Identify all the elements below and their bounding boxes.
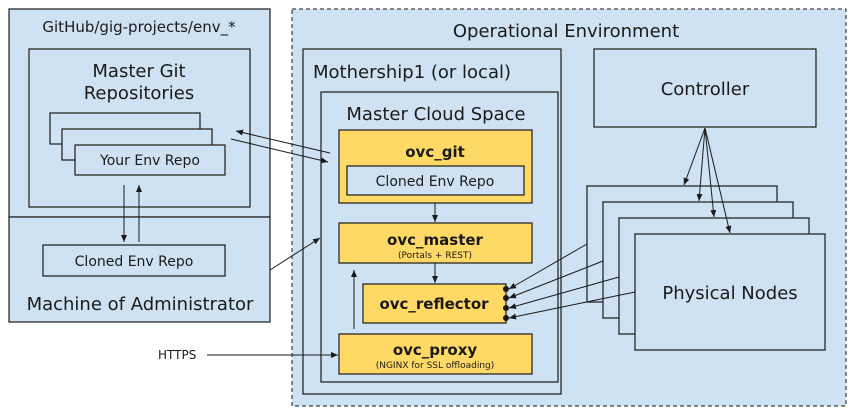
arrow-node-2-to-reflector	[508, 260, 604, 299]
https-label: HTTPS	[158, 348, 196, 362]
master-git-repositories: Master Git Repositories Your Env Repo	[28, 48, 251, 208]
ovc-reflector-box[interactable]: ovc_reflector	[362, 283, 509, 324]
controller-label: Controller	[661, 79, 750, 100]
controller-box[interactable]: Controller	[593, 48, 817, 128]
reflector-port-2	[503, 295, 509, 301]
github-title: GitHub/gig-projects/env_*	[42, 18, 236, 37]
physical-nodes-stack: Physical Nodes	[586, 185, 826, 351]
cloud-space-title: Master Cloud Space	[346, 104, 525, 125]
arrow-node-3-to-reflector	[508, 276, 620, 309]
ovc-git-cloned-repo	[346, 165, 525, 196]
arrow-node-1-to-reflector	[508, 243, 588, 290]
admin-cloned-repo-box[interactable]	[42, 244, 226, 277]
arrow-admin-to-cloudspace	[269, 237, 321, 271]
arrow-controller-node-2	[696, 127, 706, 202]
reflector-port-3	[503, 305, 509, 311]
arrow-controller-node-4	[704, 127, 732, 234]
reflector-port-4	[503, 315, 509, 321]
master-repos-title-1: Master Git	[92, 61, 185, 82]
your-env-repo-box[interactable]	[74, 144, 226, 176]
mothership-title: Mothership1 (or local)	[313, 62, 511, 83]
ovc-git-box[interactable]: ovc_git Cloned Env Repo	[338, 129, 533, 204]
arrow-ovcgit-to-github	[235, 129, 331, 154]
admin-machine-title: Machine of Administrator	[27, 294, 254, 315]
ovc-git-title: ovc_git	[405, 143, 465, 161]
admin-cloned-repo-label: Cloned Env Repo	[75, 254, 194, 270]
arrow-controller-node-1	[683, 127, 706, 186]
ovc-master-title: ovc_master	[387, 231, 483, 249]
physical-nodes-box[interactable]	[634, 233, 826, 351]
ovc-proxy-subtitle: (NGINX for SSL offloading)	[376, 361, 495, 371]
your-env-repo-label: Your Env Repo	[99, 153, 200, 169]
ovc-proxy-box[interactable]: ovc_proxy (NGINX for SSL offloading)	[338, 333, 533, 375]
arrow-controller-node-3	[704, 127, 717, 218]
ovc-proxy-title: ovc_proxy	[393, 341, 478, 359]
master-repos-title-2: Repositories	[84, 83, 195, 104]
reflector-port-1	[503, 286, 509, 292]
connectors	[121, 127, 732, 358]
physical-nodes-label: Physical Nodes	[662, 283, 797, 304]
arrow-github-to-ovcgit	[230, 138, 329, 164]
arrow-node-4-to-reflector	[508, 291, 636, 320]
operational-title: Operational Environment	[453, 21, 679, 42]
ovc-master-box[interactable]: ovc_master (Portals + REST)	[338, 222, 533, 264]
ovc-master-subtitle: (Portals + REST)	[398, 251, 472, 261]
ovc-reflector-title: ovc_reflector	[379, 295, 489, 313]
ovc-git-cloned-repo-label: Cloned Env Repo	[376, 174, 495, 190]
